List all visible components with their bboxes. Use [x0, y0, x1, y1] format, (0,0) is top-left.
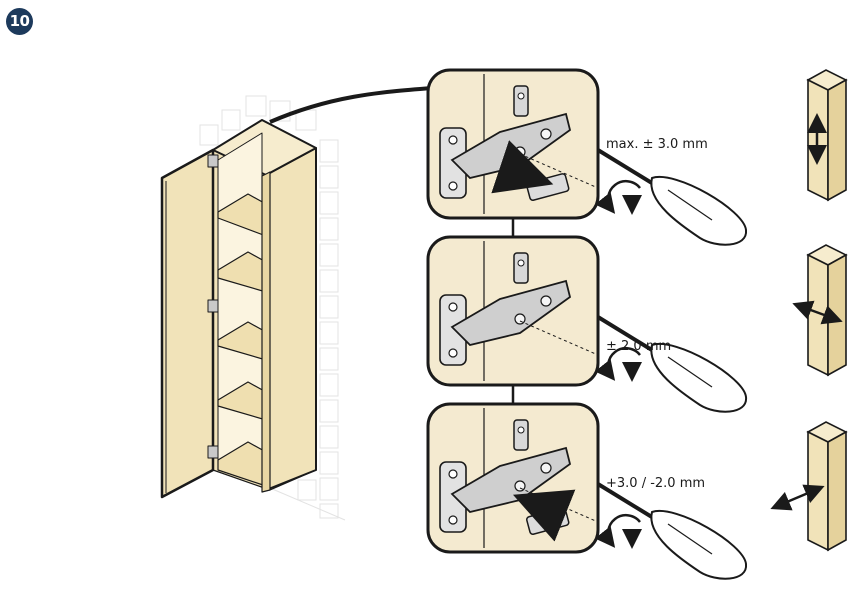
measure-label-height: +3.0 / -2.0 mm [606, 476, 706, 491]
step-number-badge: 10 [6, 8, 33, 35]
screwdriver-icon [594, 315, 748, 413]
screwdriver-icon [594, 482, 748, 580]
measure-label-side: ± 2.0 mm [606, 339, 672, 354]
detail-panel-height [426, 402, 600, 554]
wall-tiles [199, 95, 346, 521]
post-height [770, 421, 848, 552]
screwdriver-icon [594, 148, 748, 246]
detail-panel-depth [426, 68, 600, 220]
post-side [792, 244, 848, 377]
detail-panel-side [426, 235, 600, 387]
measure-label-depth: max. ± 3.0 mm [606, 137, 708, 152]
detail-leader [269, 86, 433, 124]
cabinet [160, 119, 317, 499]
post-depth [806, 69, 848, 202]
